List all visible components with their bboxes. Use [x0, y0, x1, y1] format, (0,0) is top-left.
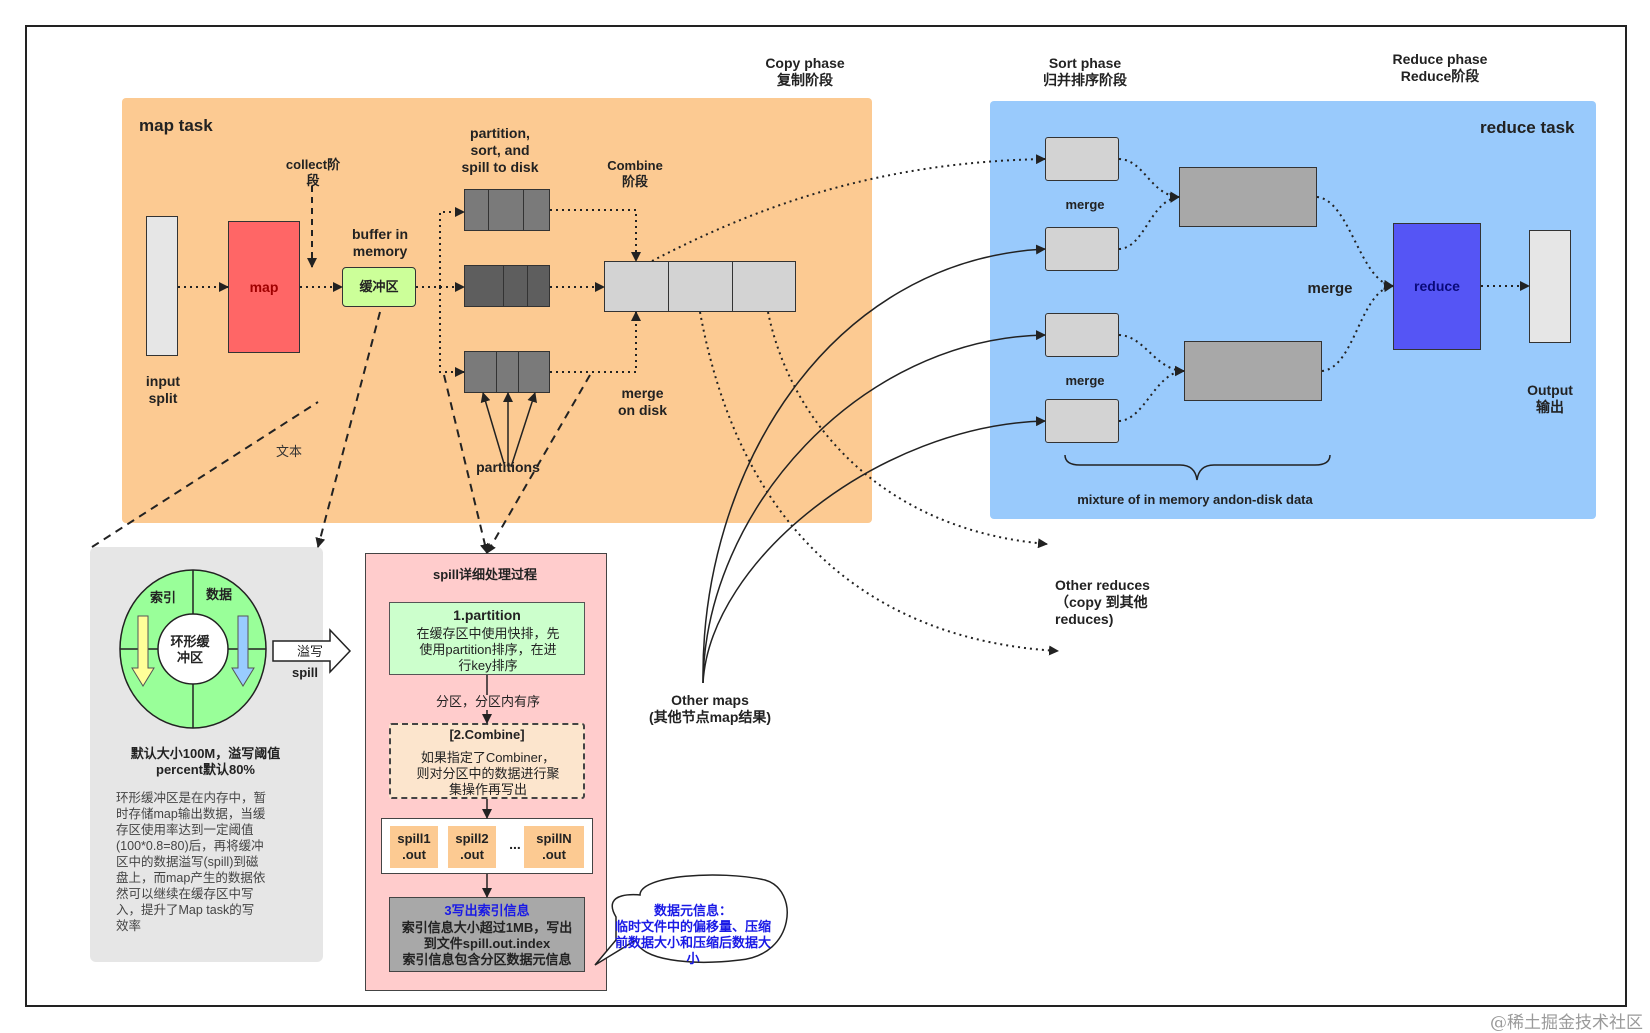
- reduce-block: reduce: [1393, 223, 1481, 350]
- partition-cell: [465, 352, 497, 392]
- partitions-label: partitions: [476, 459, 540, 475]
- partition-cell: [489, 190, 524, 230]
- spill-en-label: spill: [291, 665, 318, 680]
- ring-buffer: [118, 568, 268, 730]
- spill-process-title: spill详细处理过程: [432, 567, 537, 582]
- step3-body: 索引信息大小超过1MB，写出 到文件spill.out.index 索引信息包含…: [401, 920, 573, 967]
- ring-buffer-description: 环形缓冲区是在内存中，暂 时存储map输出数据，当缓 存区使用率达到一定阈值 (…: [116, 791, 267, 933]
- spill-file-bottom: [464, 351, 550, 393]
- step1-title: 1.partition: [453, 607, 521, 623]
- other-maps-label: Other maps (其他节点map结果): [648, 692, 772, 725]
- input-split-block: [146, 216, 178, 356]
- partition-cell: [465, 190, 489, 230]
- ring-buffer-shape: [119, 569, 267, 729]
- copied-segment-3: [1045, 313, 1119, 357]
- ring-index-label: 索引: [149, 590, 176, 605]
- output-label: Output 输出: [1527, 382, 1573, 415]
- copied-segment-4: [1045, 399, 1119, 443]
- buffer-box: 缓冲区: [342, 267, 416, 307]
- ring-buffer-caption: 默认大小100M，溢写阈值 percent默认80%: [130, 746, 281, 777]
- merged-partition-cell: [605, 262, 669, 311]
- watermark: @稀土掘金技术社区: [1490, 1013, 1643, 1033]
- merged-partition-cell: [669, 262, 733, 311]
- step2-body: 如果指定了Combiner， 则对分区中的数据进行聚 集操作再写出: [416, 750, 560, 797]
- text-placeholder: 文本: [276, 444, 303, 459]
- metadata-callout-text: 数据元信息： 临时文件中的偏移量、压缩 前数据大小和压缩后数据大 小: [614, 903, 771, 966]
- merged-segment-top: [1179, 167, 1317, 227]
- step2-combine-box: [389, 723, 585, 799]
- step1-body: 在缓存区中使用快排，先 使用partition排序，在进 行key排序: [416, 626, 560, 673]
- step2-title: [2.Combine]: [449, 727, 525, 742]
- map-task-title: map task: [139, 116, 213, 135]
- copied-segment-1: [1045, 137, 1119, 181]
- combine-phase-label: Combine 阶段: [607, 158, 663, 189]
- partition-cell: [504, 266, 528, 306]
- ring-data-label: 数据: [205, 587, 232, 602]
- spill-file-middle: [464, 265, 550, 307]
- merge-on-disk-label: merge on disk: [617, 385, 667, 418]
- merge-main-label: merge: [1307, 280, 1353, 297]
- merge-bottom-label: merge: [1065, 373, 1105, 388]
- spill-ellipsis: ...: [509, 836, 521, 852]
- spillN-out: spillN .out: [524, 826, 584, 868]
- partition-cell: [465, 266, 504, 306]
- step1-partition-box: [389, 602, 585, 675]
- other-reduces-label: Other reduces （copy 到其他 reduces): [1055, 577, 1150, 627]
- partition-sort-spill-label: partition, sort, and spill to disk: [461, 125, 539, 175]
- copied-segment-2: [1045, 227, 1119, 271]
- spill2-out: spill2 .out: [448, 826, 496, 868]
- copy-phase-label: Copy phase 复制阶段: [765, 55, 845, 88]
- step3-title: 3写出索引信息: [444, 903, 530, 918]
- map-label: map: [249, 278, 279, 295]
- reduce-label: reduce: [1414, 278, 1460, 294]
- between-steps-label: 分区，分区内有序: [435, 694, 540, 709]
- reduce-task-title: reduce task: [1480, 118, 1575, 137]
- spill-cn-label: 溢写: [296, 644, 323, 659]
- input-split-label: input split: [145, 373, 181, 406]
- buffer-box-label: 缓冲区: [359, 279, 399, 294]
- ring-center-label: 环形缓 冲区: [170, 634, 210, 665]
- partition-cell: [497, 352, 519, 392]
- merged-spill-file: [604, 261, 796, 312]
- diagram-frame: [25, 25, 1627, 1007]
- merged-segment-bottom: [1184, 341, 1322, 401]
- collect-phase-label: collect阶 段: [285, 157, 341, 188]
- sort-phase-label: Sort phase 归并排序阶段: [1043, 55, 1127, 88]
- reduce-phase-label: Reduce phase Reduce阶段: [1392, 51, 1488, 84]
- spill-file-top: [464, 189, 550, 231]
- mixture-label: mixture of in memory andon-disk data: [1077, 492, 1313, 507]
- spill1-out: spill1 .out: [390, 826, 438, 868]
- merge-top-label: merge: [1065, 197, 1105, 212]
- output-block: [1529, 230, 1571, 343]
- map-block: map: [228, 221, 300, 353]
- buffer-in-memory-label: buffer in memory: [352, 226, 408, 259]
